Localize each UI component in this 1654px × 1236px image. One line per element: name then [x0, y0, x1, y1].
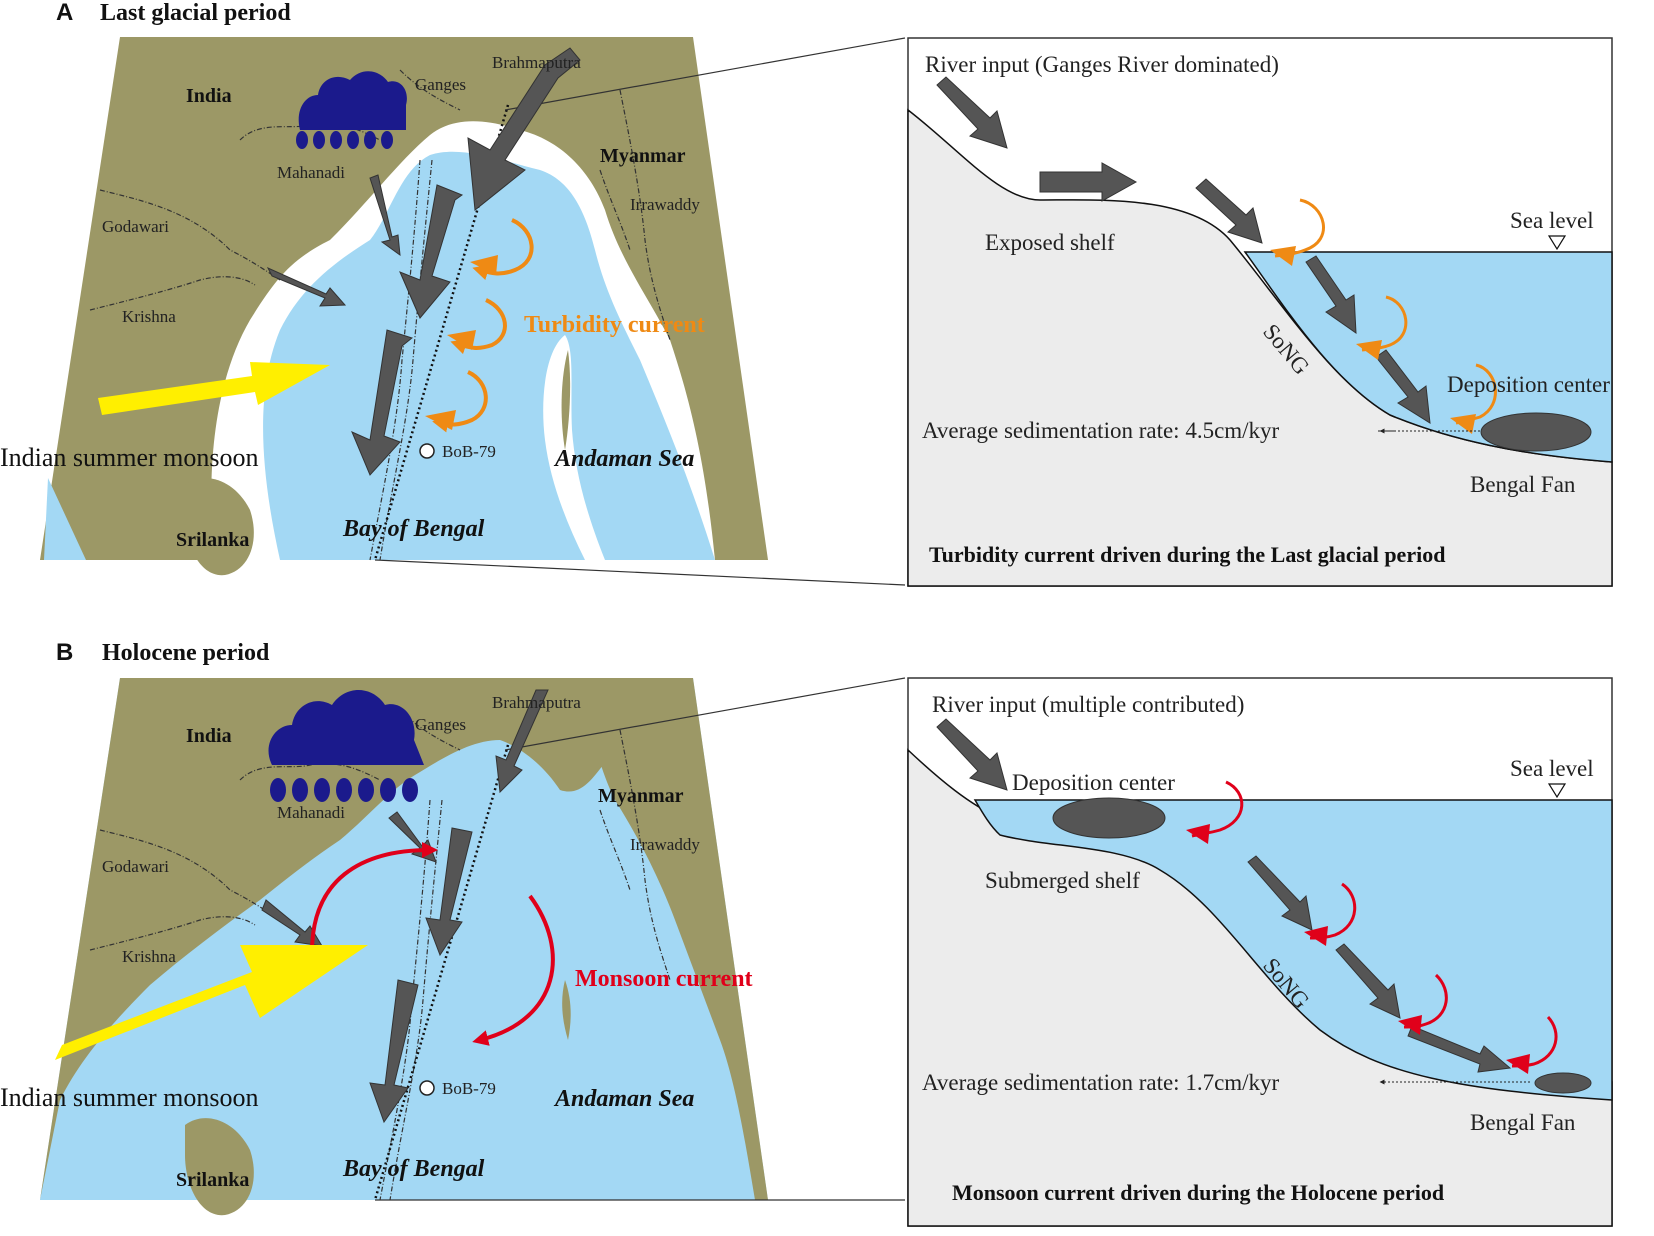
map-b-monsoon-current-east — [472, 894, 555, 1046]
panel-b-title: Holocene period — [102, 640, 270, 666]
section-b-river-input-label: River input (multiple contributed) — [932, 692, 1244, 717]
map-b-andaman-label: Andaman Sea — [553, 1086, 694, 1112]
map-a-monsoon-arrow — [98, 362, 330, 415]
section-a-deposition-ellipse — [1480, 412, 1592, 452]
map-b-core-label: BoB-79 — [442, 1079, 496, 1098]
section-a-caption: Turbidity current driven during the Last… — [929, 542, 1445, 567]
map-a-monsoon-label: Indian summer monsoon — [0, 443, 259, 472]
section-b-fan-ellipse — [1534, 1072, 1592, 1094]
map-b-krishna-label: Krishna — [122, 947, 176, 966]
section-b-rate-label: Average sedimentation rate: 1.7cm/kyr — [922, 1070, 1280, 1095]
map-a-bay-label: Bay of Bengal — [342, 516, 485, 542]
section-a-river-input-label: River input (Ganges River dominated) — [925, 52, 1279, 77]
map-b-land-myanmar — [580, 678, 768, 1200]
section-a-deposition-label: Deposition center — [1447, 372, 1610, 397]
section-b-sea-level-icon — [1547, 783, 1567, 799]
map-b-bay-label: Bay of Bengal — [342, 1156, 485, 1182]
map-b-myanmar-label: Myanmar — [598, 785, 684, 807]
map-a: India Myanmar Ganges Brahmaputra Mahanad… — [0, 37, 906, 586]
section-b-sea-level-label: Sea level — [1510, 756, 1594, 781]
map-b-monsoon-label: Indian summer monsoon — [0, 1083, 259, 1112]
map-a-core-label: BoB-79 — [442, 442, 496, 461]
section-b-caption: Monsoon current driven during the Holoce… — [952, 1180, 1444, 1205]
map-b-monsoon-current-west — [310, 842, 438, 953]
map-b-current-label: Monsoon current — [575, 966, 753, 992]
map-b-monsoon-arrow — [55, 945, 368, 1060]
section-a: River input (Ganges River dominated) Exp… — [907, 37, 1613, 587]
panel-b: B Holocene period — [0, 639, 1613, 1227]
map-a-andaman-islands — [543, 335, 605, 560]
map-b-srilanka-label: Srilanka — [176, 1169, 249, 1191]
map-b-core-site-icon — [419, 1080, 435, 1096]
section-a-fan-label: Bengal Fan — [1470, 472, 1576, 497]
section-a-sediment-arrows — [936, 76, 1431, 424]
map-a-srilanka-label: Srilanka — [176, 529, 249, 551]
map-b-brahmaputra-label: Brahmaputra — [492, 693, 581, 712]
map-b-irrawaddy-label: Irrawaddy — [630, 835, 700, 854]
map-a-andaman-label: Andaman Sea — [553, 446, 694, 472]
panel-a-letter: A — [56, 0, 73, 26]
panel-a-title: Last glacial period — [100, 0, 291, 26]
map-b-srilanka-land — [185, 1118, 254, 1216]
section-a-rate-label: Average sedimentation rate: 4.5cm/kyr — [922, 418, 1280, 443]
panel-a: A Last glacial period — [0, 0, 1613, 587]
section-b-sea — [973, 799, 1613, 1101]
map-a-corner-sea — [44, 478, 86, 560]
section-a-sea-level-icon — [1547, 235, 1567, 251]
map-a-srilanka-land — [185, 478, 254, 576]
map-b-ganges-label: Ganges — [415, 715, 466, 734]
map-a-rain-cloud-icon — [296, 71, 407, 149]
map-a-brahmaputra-label: Brahmaputra — [492, 53, 581, 72]
map-b-sediment-arrows — [261, 689, 549, 1124]
section-a-shelf-label: Exposed shelf — [985, 230, 1115, 255]
map-b-godawari-label: Godawari — [102, 857, 169, 876]
section-b-sediment-arrows — [936, 718, 1512, 1073]
section-b-shelf-label: Submerged shelf — [985, 868, 1140, 893]
map-a-mahanadi-label: Mahanadi — [277, 163, 345, 182]
map-b: India Myanmar Ganges Brahmaputra Mahanad… — [0, 677, 906, 1216]
map-a-krishna-label: Krishna — [122, 307, 176, 326]
section-b-fan-label: Bengal Fan — [1470, 1110, 1576, 1135]
section-a-sea-level-label: Sea level — [1510, 208, 1594, 233]
map-b-land-india — [40, 678, 693, 1200]
map-a-ganges-label: Ganges — [415, 75, 466, 94]
map-a-myanmar-label: Myanmar — [600, 145, 686, 167]
section-b-deposition-label: Deposition center — [1012, 770, 1175, 795]
map-a-current-label: Turbidity current — [524, 312, 705, 338]
map-a-sediment-arrows — [266, 47, 581, 476]
section-b: River input (multiple contributed) Depos… — [907, 677, 1613, 1227]
map-a-india-label: India — [186, 85, 232, 107]
section-b-deposition-ellipse — [1052, 797, 1166, 839]
map-a-core-site-icon — [419, 443, 435, 459]
map-b-mahanadi-label: Mahanadi — [277, 803, 345, 822]
map-b-rain-cloud-icon — [268, 690, 424, 802]
map-a-irrawaddy-label: Irrawaddy — [630, 195, 700, 214]
map-a-godawari-label: Godawari — [102, 217, 169, 236]
map-b-india-label: India — [186, 725, 232, 747]
panel-b-letter: B — [56, 639, 73, 666]
